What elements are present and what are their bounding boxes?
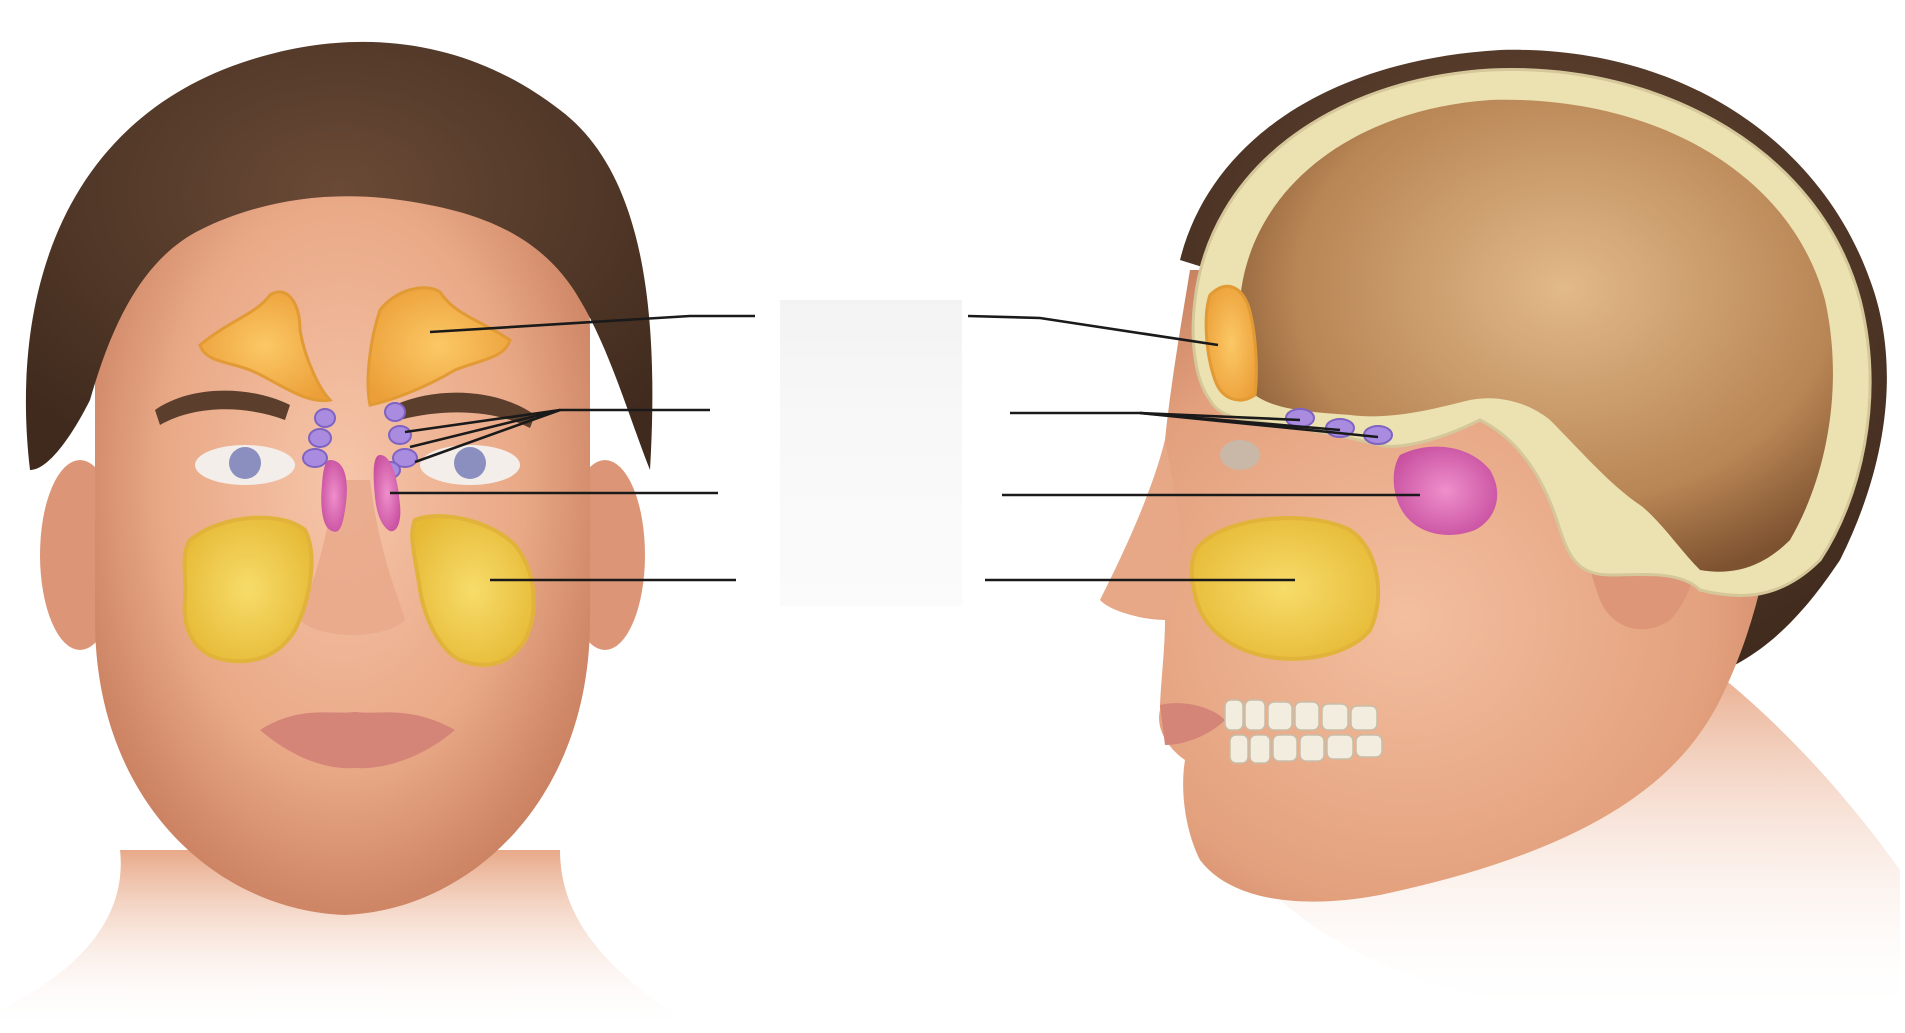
front-right-iris	[454, 447, 486, 479]
side-maxillary-sinus	[1192, 518, 1378, 659]
front-left-iris	[229, 447, 261, 479]
side-view-head	[1100, 50, 1900, 1020]
side-eye	[1220, 440, 1260, 470]
front-view-head	[0, 42, 700, 1033]
side-nose	[1100, 440, 1180, 617]
blank-label-area	[780, 300, 962, 606]
